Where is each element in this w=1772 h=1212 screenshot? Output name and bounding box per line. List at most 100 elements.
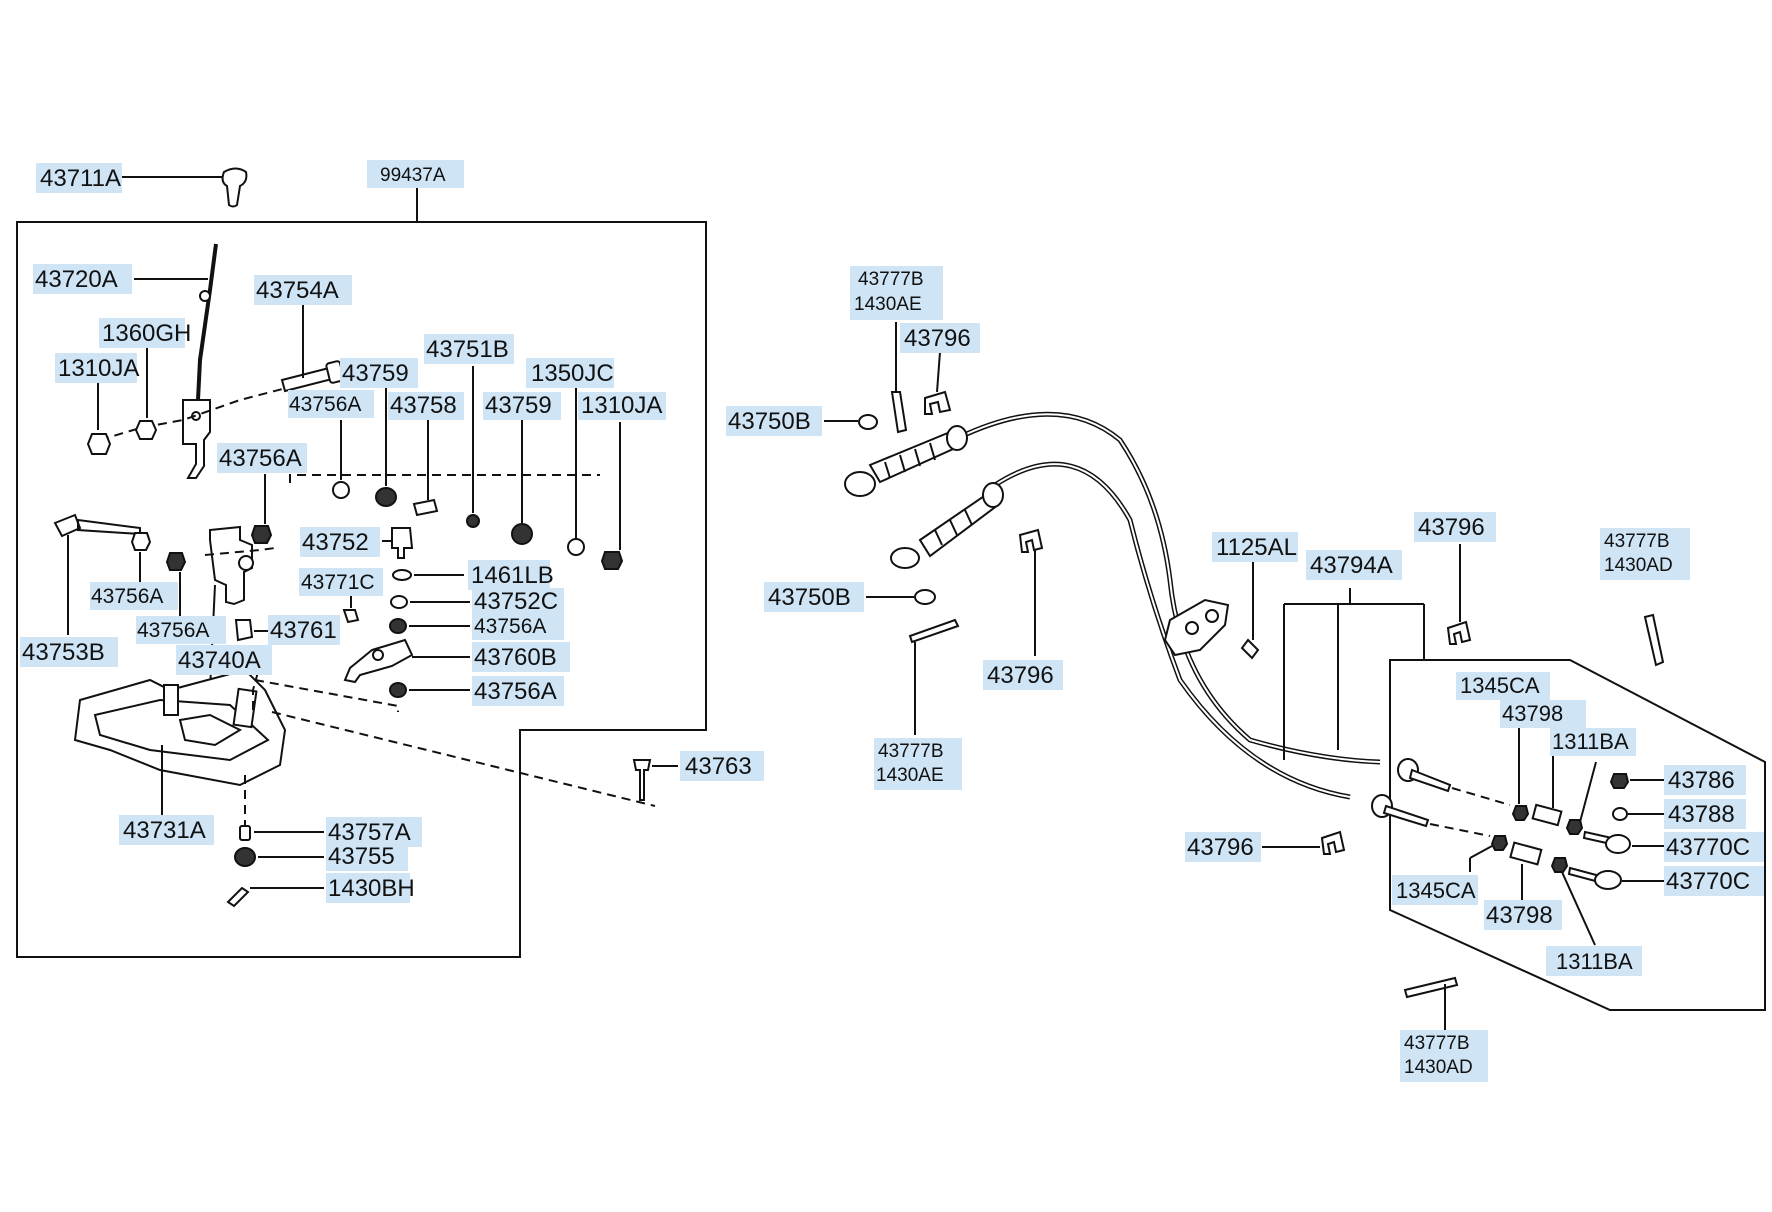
sleeve-43798-lower: [1509, 841, 1543, 866]
callout-43756a-4: 43756A: [90, 582, 178, 610]
sleeve-43798-upper: [1531, 803, 1563, 827]
callout-43796-top: 43796: [900, 323, 980, 353]
svg-text:43798: 43798: [1502, 701, 1563, 726]
svg-text:43794A: 43794A: [1310, 552, 1393, 579]
svg-text:43756A: 43756A: [91, 585, 163, 608]
svg-text:43756A: 43756A: [474, 615, 546, 638]
svg-text:1360GH: 1360GH: [102, 320, 191, 347]
callout-43786: 43786: [1664, 765, 1746, 795]
svg-text:43757A: 43757A: [328, 819, 411, 846]
callout-43788: 43788: [1664, 799, 1746, 829]
washer-43752c: [390, 595, 408, 609]
svg-text:43777B: 43777B: [878, 741, 944, 762]
washer-43750b-mid: [914, 589, 936, 605]
pin-43752: [391, 527, 414, 559]
svg-text:43771C: 43771C: [301, 571, 375, 594]
svg-text:43759: 43759: [485, 392, 552, 419]
svg-text:43763: 43763: [685, 753, 752, 780]
cotter-pin-top: [890, 391, 908, 434]
callout-43720a: 43720A: [33, 264, 132, 294]
cotter-pin-mid: [908, 618, 960, 644]
svg-text:43711A: 43711A: [40, 165, 121, 192]
pin-43757a: [239, 825, 251, 841]
bushing-43756a-top: [332, 481, 350, 499]
svg-text:43760B: 43760B: [474, 644, 557, 671]
svg-text:43750B: 43750B: [728, 408, 811, 435]
lever-43760b: [343, 638, 414, 684]
screw-43763: [632, 759, 652, 801]
bolt-43753b: [53, 513, 141, 538]
callout-43770c-lower: 43770C: [1664, 866, 1764, 896]
callout-1310ja-left: 1310JA: [55, 353, 139, 383]
shift-lever-group-frame: [16, 221, 707, 958]
callout-1310ja-right: 1310JA: [578, 392, 666, 420]
svg-text:43770C: 43770C: [1666, 834, 1750, 861]
callout-43763: 43763: [680, 751, 764, 781]
svg-text:43786: 43786: [1668, 767, 1735, 794]
nut-1311ba-upper: [1565, 819, 1584, 835]
svg-text:1461LB: 1461LB: [471, 562, 554, 589]
callout-1345ca-upper: 1345CA: [1456, 672, 1550, 700]
washer-43751b: [466, 514, 480, 528]
callout-43750b-mid: 43750B: [764, 582, 864, 612]
callout-43757a: 43757A: [326, 817, 422, 847]
callout-43771c: 43771C: [299, 568, 383, 596]
nut-1345ca-lower: [1490, 835, 1509, 851]
callout-43798-lower: 43798: [1484, 900, 1562, 930]
nut-1345ca-upper: [1511, 805, 1530, 821]
svg-text:43754A: 43754A: [256, 277, 339, 304]
svg-text:43796: 43796: [1418, 514, 1485, 541]
select-lever-43740a: [209, 525, 253, 606]
svg-text:43761: 43761: [270, 617, 337, 644]
callout-43756a-2: 43756A: [217, 443, 307, 473]
nut-1360gh: [134, 420, 158, 440]
nut-1310ja-left: [86, 433, 112, 455]
svg-text:43731A: 43731A: [123, 817, 206, 844]
callout-43740a: 43740A: [176, 645, 272, 675]
callout-43798-upper: 43798: [1500, 700, 1586, 728]
cotter-pin-right: [1643, 613, 1665, 667]
svg-text:1350JC: 1350JC: [531, 360, 614, 387]
clip-1461lb: [392, 569, 412, 581]
svg-text:43796: 43796: [1187, 834, 1254, 861]
svg-text:43740A: 43740A: [178, 647, 261, 674]
callout-43794a: 43794A: [1306, 550, 1402, 580]
svg-text:43756A: 43756A: [219, 445, 302, 472]
svg-text:1430AD: 1430AD: [1604, 555, 1673, 576]
bolt-1125al: [1240, 638, 1260, 660]
shift-knob: [221, 167, 248, 208]
callout-1430bh: 1430BH: [326, 873, 415, 903]
bushing-43759-left: [375, 487, 397, 507]
callout-43759-b: 43759: [483, 392, 561, 420]
clip-43796-right: [1446, 620, 1472, 645]
svg-text:43758: 43758: [390, 392, 457, 419]
callout-43754a: 43754A: [254, 275, 352, 305]
callout-1125al: 1125AL: [1212, 532, 1298, 562]
callout-43759-a: 43759: [340, 358, 418, 388]
svg-text:43720A: 43720A: [35, 266, 118, 293]
callout-43796-bottom: 43796: [1185, 832, 1261, 862]
svg-text:1311BA: 1311BA: [1552, 729, 1629, 754]
callout-43777b-1430ae-bottom: 43777B 1430AE: [874, 738, 962, 790]
svg-text:1430AE: 1430AE: [876, 765, 944, 786]
callout-43752c: 43752C: [472, 588, 564, 616]
svg-text:43755: 43755: [328, 843, 395, 870]
svg-text:1345CA: 1345CA: [1460, 673, 1540, 698]
callout-43711a: 43711A: [36, 163, 122, 193]
svg-text:43770C: 43770C: [1666, 868, 1750, 895]
pin-43758: [412, 498, 439, 517]
clip-1350jc: [567, 538, 585, 556]
clip-43796-mid: [1018, 528, 1044, 553]
washer-43788: [1612, 807, 1628, 821]
svg-text:1430AD: 1430AD: [1404, 1057, 1473, 1078]
callout-43752: 43752: [300, 527, 380, 557]
cotter-pin-1430bh: [226, 886, 250, 908]
callout-1345ca-lower: 1345CA: [1392, 875, 1478, 905]
callout-43796-mid: 43796: [983, 660, 1063, 690]
svg-text:43788: 43788: [1668, 801, 1735, 828]
callout-43758: 43758: [388, 392, 464, 420]
cable-end-eye-upper: [844, 471, 876, 497]
nut-43786: [1609, 773, 1630, 789]
spacer-43761: [234, 619, 254, 642]
